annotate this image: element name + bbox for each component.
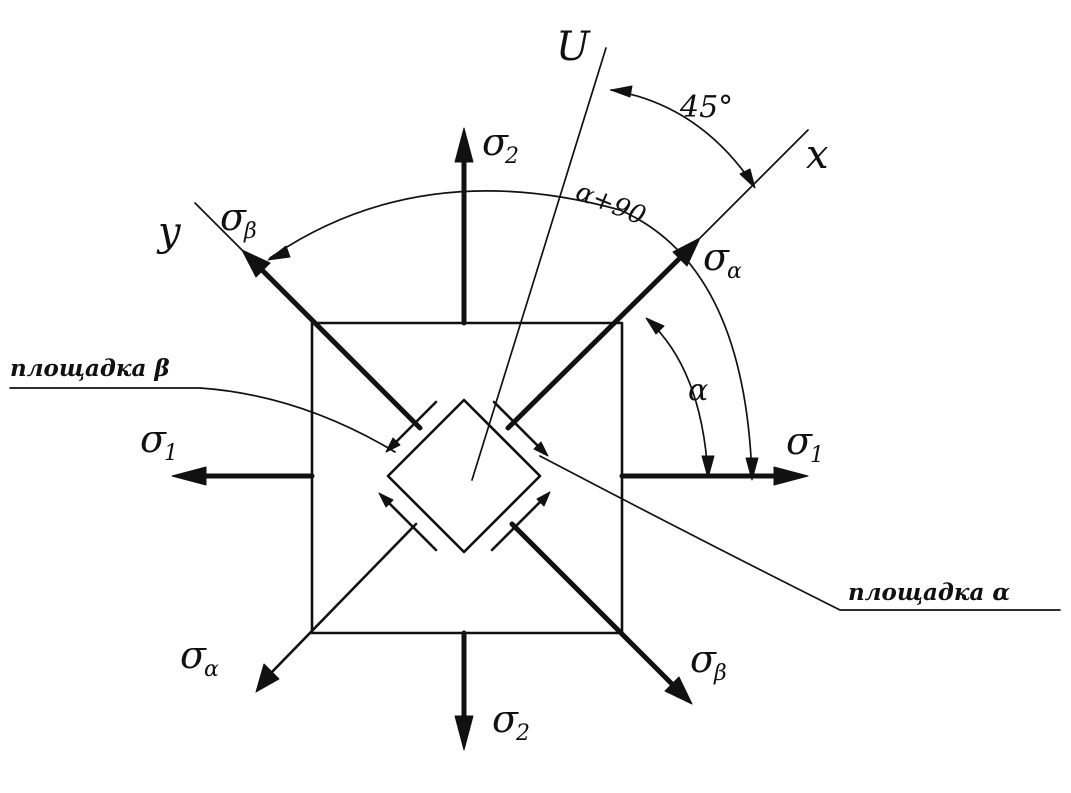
sigma-2-bottom-label: σ 2 (492, 697, 530, 746)
svg-text:2: 2 (504, 144, 519, 169)
sigma-beta-lower-label: σ β (690, 637, 727, 686)
shear-arrow-upper-right (492, 400, 549, 457)
sigma-alpha-arrow-upper-right (505, 237, 701, 431)
sigma-2-arrow-bottom (454, 630, 474, 751)
shear-arrow-lower-right (490, 491, 551, 552)
sigma-beta-arrow-upper-left (241, 249, 423, 431)
rotated-element (386, 398, 542, 554)
svg-text:σ: σ (492, 697, 519, 741)
sigma-alpha-upper-label: σ α (703, 235, 742, 284)
sigma-1-arrow-right (619, 466, 809, 486)
plane-beta-leader (9, 387, 396, 453)
sigma-2-top-label: σ 2 (482, 120, 519, 169)
sigma-beta-upper-label: σ β (220, 195, 257, 244)
svg-text:σ: σ (180, 633, 207, 677)
svg-text:σ: σ (140, 417, 167, 461)
svg-text:α: α (204, 657, 219, 682)
svg-text:1: 1 (810, 443, 824, 468)
svg-text:σ: σ (786, 419, 813, 463)
sigma-1-left-label: σ 1 (140, 417, 178, 466)
angle-alpha-label: α (688, 373, 708, 408)
sigma-alpha-lower-label: σ α (180, 633, 219, 682)
axis-x-label: x (806, 132, 829, 178)
plane-alpha-leader (539, 455, 1061, 611)
shear-arrow-lower-left (378, 492, 438, 552)
axis-y-label: y (156, 209, 182, 255)
svg-text:2: 2 (515, 721, 530, 746)
svg-text:β: β (713, 661, 727, 686)
sigma-alpha-arrow-lower-left (255, 522, 418, 693)
plane-alpha-label: площадка α (848, 579, 1010, 606)
svg-text:σ: σ (703, 235, 730, 279)
angle-45-label: 45° (679, 90, 733, 125)
angle-arc-45 (610, 85, 756, 189)
u-axis-line (471, 47, 607, 481)
svg-text:1: 1 (164, 441, 178, 466)
svg-text:σ: σ (690, 637, 717, 681)
angle-arc-alpha-plus-90 (267, 190, 759, 481)
shear-arrow-upper-left (385, 400, 438, 453)
svg-text:β: β (243, 219, 257, 244)
svg-text:σ: σ (482, 120, 509, 164)
sigma-beta-arrow-lower-right (509, 521, 693, 705)
angle-arc-alpha (645, 317, 715, 479)
sigma-2-arrow-top (454, 127, 474, 326)
axis-u-label: U (556, 24, 591, 70)
plane-beta-label: площадка β (10, 355, 170, 382)
y-axis-line (194, 202, 243, 251)
sigma-1-arrow-left (171, 466, 315, 486)
svg-text:σ: σ (220, 195, 247, 239)
angle-alpha-plus-90-label: α+90 (571, 177, 649, 232)
sigma-1-right-label: σ 1 (786, 419, 824, 468)
svg-text:α: α (727, 259, 742, 284)
